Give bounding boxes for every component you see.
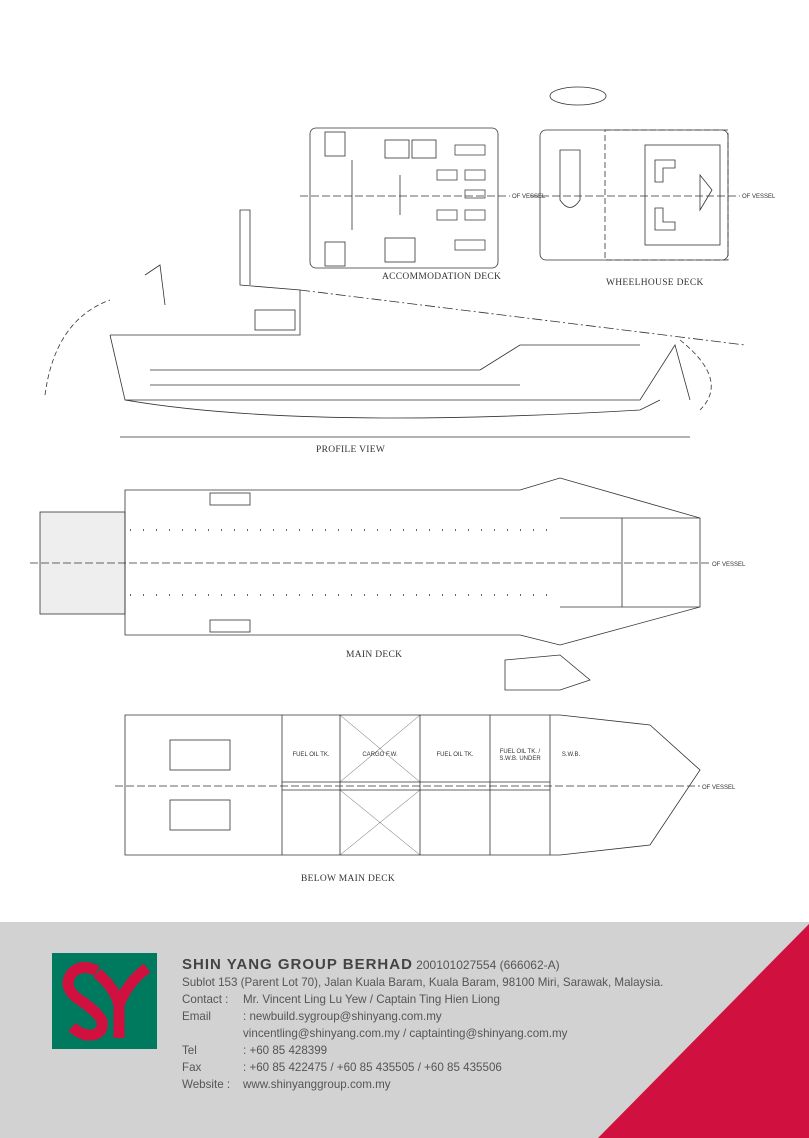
compartment-label: FUEL OIL TK. / S.W.B. UNDER — [499, 749, 541, 762]
wheelhouse-deck-caption: WHEELHOUSE DECK — [606, 278, 704, 288]
fax-numbers: : +60 85 422475 / +60 85 435505 / +60 85… — [243, 1061, 502, 1074]
address: Sublot 153 (Parent Lot 70), Jalan Kuala … — [182, 976, 664, 989]
tel-label: Tel — [182, 1044, 197, 1057]
tel-number: : +60 85 428399 — [243, 1044, 328, 1057]
compartment-label: CARGO F.W. — [362, 752, 398, 758]
contact-names: Mr. Vincent Ling Lu Yew / Captain Ting H… — [243, 993, 500, 1006]
centerline-label: OF VESSEL — [742, 194, 776, 200]
email-primary[interactable]: : newbuild.sygroup@shinyang.com.my — [243, 1010, 442, 1023]
centerline-label: OF VESSEL — [712, 562, 746, 568]
compartment-label: FUEL OIL TK. — [436, 752, 474, 758]
registration-number: 200101027554 (666062-A) — [416, 958, 560, 972]
centerline-label: OF VESSEL — [702, 785, 736, 791]
wheelhouse-deck-plan — [530, 86, 740, 261]
accommodation-deck-plan — [300, 127, 510, 269]
below-main-deck-caption: BELOW MAIN DECK — [301, 874, 396, 884]
compartment-label: FUEL OIL TK. — [292, 752, 330, 758]
company-logo — [52, 953, 157, 1049]
main-deck-caption: MAIN DECK — [346, 650, 403, 660]
profile-view-drawing — [44, 209, 746, 438]
sy-logo-icon — [62, 962, 151, 1041]
website-link[interactable]: www.shinyanggroup.com.my — [243, 1078, 391, 1091]
contact-label: Contact : — [182, 993, 229, 1006]
profile-view-caption: PROFILE VIEW — [316, 445, 386, 455]
contact-info: SHIN YANG GROUP BERHAD 200101027554 (666… — [182, 956, 663, 1093]
fax-label: Fax — [182, 1061, 202, 1074]
red-corner-triangle — [598, 924, 809, 1138]
compartment-label: S.W.B. — [561, 752, 581, 758]
centerline-label: OF VESSEL — [512, 194, 546, 200]
email-label: Email — [182, 1010, 211, 1023]
main-deck-drawing — [30, 477, 710, 691]
vessel-drawings: OF VESSEL OF VESSEL OF VESSEL OF VES — [30, 86, 776, 856]
below-main-deck-drawing — [115, 714, 701, 856]
email-secondary[interactable]: vincentling@shinyang.com.my / captaintin… — [243, 1027, 568, 1040]
website-label: Website : — [182, 1078, 231, 1091]
company-name: SHIN YANG GROUP BERHAD — [182, 956, 413, 973]
accommodation-deck-caption: ACCOMMODATION DECK — [382, 272, 502, 282]
